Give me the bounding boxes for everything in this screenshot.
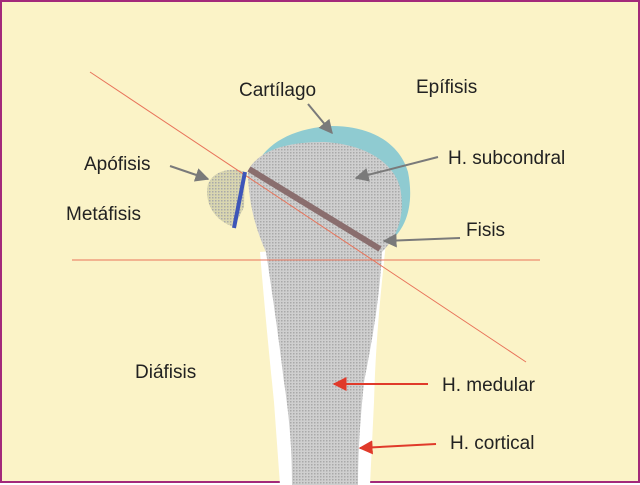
label-metafisis: Metáfisis (66, 204, 141, 225)
label-diafisis: Diáfisis (135, 362, 196, 383)
label-epifisis: Epífisis (416, 77, 477, 98)
label-apofisis: Apófisis (84, 154, 151, 175)
apofisis-arrow (170, 166, 208, 179)
label-subcondral: H. subcondral (448, 148, 565, 169)
fisis-arrow (384, 238, 460, 241)
label-fisis: Fisis (466, 220, 505, 241)
label-medular: H. medular (442, 375, 536, 396)
label-cartilago: Cartílago (239, 80, 316, 101)
label-cortical: H. cortical (450, 433, 534, 454)
